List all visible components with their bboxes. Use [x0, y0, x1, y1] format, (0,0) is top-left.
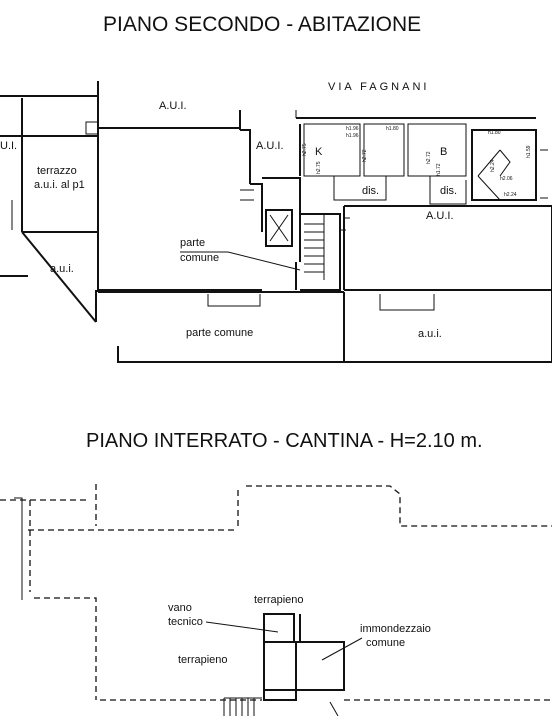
- street-name: VIA FAGNANI: [328, 81, 429, 93]
- dim-label: h2.75: [316, 161, 322, 174]
- immondezzaio-label: immondezzaio: [360, 623, 431, 635]
- leader-line: [180, 251, 301, 271]
- aui-big-label: A.U.I.: [426, 210, 454, 222]
- parte-comune-label: parte: [180, 237, 205, 249]
- room-k-label: K: [315, 146, 323, 158]
- ui-left-label: U.I.: [0, 140, 17, 152]
- basement-labels: terrapieno vano tecnico immondezzaio com…: [168, 594, 431, 666]
- second-floor-title: PIANO SECONDO - ABITAZIONE: [103, 13, 421, 36]
- aui-bottom-right-label: a.u.i.: [418, 328, 442, 340]
- dim-label: h2.06: [500, 176, 513, 182]
- terrazzo-sub-label: a.u.i. al p1: [34, 179, 85, 191]
- dim-label: h1.59: [526, 145, 532, 158]
- second-floor-plan: [0, 81, 552, 363]
- dis-label-1: dis.: [362, 185, 379, 197]
- vano-label: vano: [168, 602, 192, 614]
- aui-small-label: A.U.I.: [256, 140, 284, 152]
- terrapieno-top-label: terrapieno: [254, 594, 304, 606]
- parte-comune-bottom-label: parte comune: [186, 327, 253, 339]
- basement-plan: [0, 484, 552, 716]
- immondezzaio-comune-label: comune: [366, 637, 405, 649]
- leader-line: [205, 621, 279, 633]
- dim-label: h1.96: [346, 126, 359, 132]
- stair-steps: [304, 214, 325, 280]
- dim-label: h2.24: [490, 159, 496, 172]
- basement-stair: [223, 697, 262, 716]
- dim-label: h1.80: [386, 126, 399, 132]
- dim-label: h1.96: [346, 133, 359, 139]
- vano-tecnico-label: tecnico: [168, 616, 203, 628]
- terrazzo-label: terrazzo: [37, 165, 77, 177]
- dim-label: h2.72: [362, 149, 368, 162]
- dim-label: h2.75: [302, 143, 308, 156]
- terrapieno-left-label: terrapieno: [178, 654, 228, 666]
- aui-top-label: A.U.I.: [159, 100, 187, 112]
- dim-label: h1.72: [436, 163, 442, 176]
- basement-title: PIANO INTERRATO - CANTINA - H=2.10 m.: [86, 430, 483, 452]
- dim-label: h2.72: [426, 151, 432, 164]
- dim-label: h2.24: [504, 192, 517, 198]
- leader-line: [321, 637, 363, 661]
- room-b-label: B: [440, 146, 447, 158]
- dim-label: h1.80: [488, 130, 501, 136]
- dis-label-2: dis.: [440, 185, 457, 197]
- aui-lower-left-label: a.u.i.: [50, 263, 74, 275]
- second-floor-labels: VIA FAGNANI A.U.I. A.U.I. U.I. terrazzo …: [0, 81, 532, 340]
- parte-comune-label-2: comune: [180, 252, 219, 264]
